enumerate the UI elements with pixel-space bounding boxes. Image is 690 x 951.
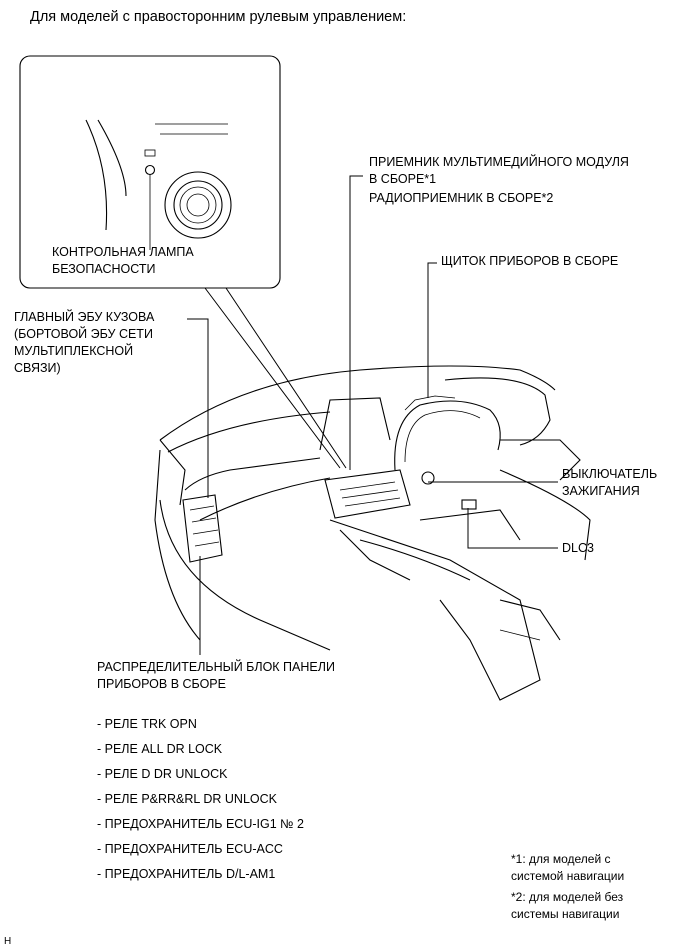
component-item: - ПРЕДОХРАНИТЕЛЬ ECU-IG1 № 2: [97, 817, 304, 831]
callout-meter-assembly: ЩИТОК ПРИБОРОВ В СБОРЕ: [441, 254, 619, 268]
callout-security-lamp: КОНТРОЛЬНАЯ ЛАМПА БЕЗОПАСНОСТИ: [52, 245, 194, 276]
footnote-1: *1: для моделей с системой навигации: [511, 852, 625, 883]
callout-radio-receiver: РАДИОПРИЕМНИК В СБОРЕ*2: [369, 191, 554, 205]
component-item: - ПРЕДОХРАНИТЕЛЬ ECU-ACC: [97, 842, 283, 856]
callout-ignition-switch: ВЫКЛЮЧАТЕЛЬ ЗАЖИГАНИЯ: [562, 467, 658, 498]
inset-detail: [19, 55, 281, 289]
callout-dlc3: DLC3: [562, 541, 594, 555]
callout-main-body-ecu: ГЛАВНЫЙ ЭБУ КУЗОВА (БОРТОВОЙ ЭБУ СЕТИ МУ…: [14, 310, 155, 375]
security-lamp-indicator: [144, 164, 156, 176]
component-item: - РЕЛЕ D DR UNLOCK: [97, 767, 228, 781]
page-title: Для моделей с правосторонним рулевым упр…: [30, 9, 407, 25]
component-item: - РЕЛЕ TRK OPN: [97, 717, 197, 731]
dashboard-outline: [154, 365, 591, 701]
callout-junction-block: РАСПРЕДЕЛИТЕЛЬНЫЙ БЛОК ПАНЕЛИ ПРИБОРОВ В…: [97, 660, 335, 691]
figure-code: H: [4, 936, 12, 947]
callout-multimedia-receiver: ПРИЕМНИК МУЛЬТИМЕДИЙНОГО МОДУЛЯ В СБОРЕ*…: [369, 155, 629, 186]
footnote-2: *2: для моделей без системы навигации: [511, 890, 624, 921]
component-item: - РЕЛЕ ALL DR LOCK: [97, 742, 223, 756]
leader-lines: [187, 175, 558, 655]
component-item: - РЕЛЕ P&RR&RL DR UNLOCK: [97, 792, 277, 806]
component-item: - ПРЕДОХРАНИТЕЛЬ D/L-AM1: [97, 867, 276, 881]
